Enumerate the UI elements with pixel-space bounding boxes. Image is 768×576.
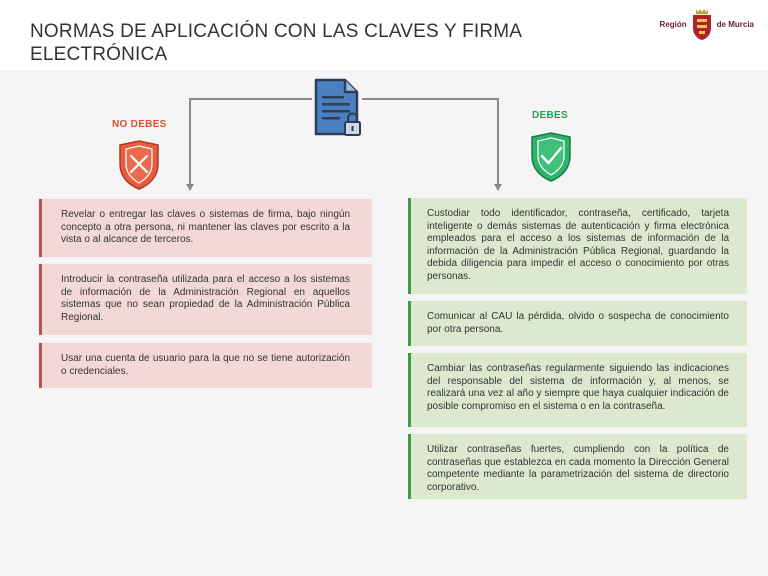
no-debes-item-2: Introducir la contraseña utilizada para … [39,264,372,335]
document-lock-icon [314,78,361,136]
page-title: NORMAS DE APLICACIÓN CON LAS CLAVES Y FI… [30,21,522,65]
shield-check-icon [531,132,571,182]
logo-text-left: Región [659,19,687,29]
shield-x-icon [119,140,159,190]
debes-item-2: Comunicar al CAU la pérdida, olvido o so… [408,301,747,346]
no-debes-label: NO DEBES [112,119,167,130]
region-logo: Región de Murcia [660,6,754,42]
coat-of-arms-icon [692,9,711,40]
debes-item-4: Utilizar contraseñas fuertes, cumpliendo… [408,434,747,499]
debes-label: DEBES [532,110,568,121]
logo-text-right: de Murcia [716,19,754,29]
no-debes-item-3: Usar una cuenta de usuario para la que n… [39,343,372,388]
debes-item-1: Custodiar todo identificador, contraseña… [408,198,747,294]
header: NORMAS DE APLICACIÓN CON LAS CLAVES Y FI… [0,0,768,70]
debes-item-3: Cambiar las contraseñas regularmente sig… [408,353,747,427]
connector-lines [186,98,502,191]
no-debes-item-1: Revelar o entregar las claves o sistemas… [39,199,372,257]
